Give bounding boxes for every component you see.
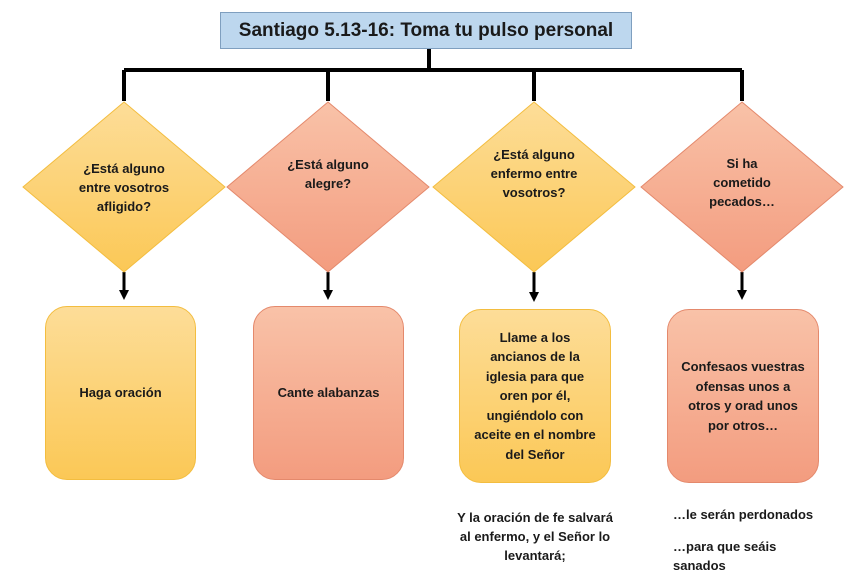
diagram-title: Santiago 5.13-16: Toma tu pulso personal — [220, 12, 632, 49]
decision-diamond-sick: ¿Está alguno enfermo entre vosotros? — [432, 101, 636, 273]
question-text: ¿Está alguno entre vosotros afligido? — [78, 160, 170, 214]
action-box-confess: Confesaos vuestras ofensas unos a otros … — [667, 309, 819, 483]
action-box-call-elders: Llame a los ancianos de la iglesia para … — [459, 309, 611, 483]
action-box-praise: Cante alabanzas — [253, 306, 404, 480]
decision-diamond-sins: Si ha cometido pecados… — [640, 101, 844, 273]
decision-diamond-happy: ¿Está alguno alegre? — [226, 101, 430, 273]
diamond-shape — [432, 101, 636, 273]
diamond-shape — [22, 101, 226, 273]
question-text: ¿Está alguno alegre? — [287, 157, 369, 191]
diamond-shape — [226, 101, 430, 273]
note-forgiven: …le serán perdonados — [673, 507, 814, 522]
action-text: Llame a los ancianos de la iglesia para … — [474, 329, 596, 462]
note-healed: …para que seáis sanados — [673, 539, 777, 573]
action-text: Cante alabanzas — [277, 385, 380, 401]
action-text: Haga oración — [79, 385, 162, 401]
action-text: Confesaos vuestras ofensas unos a otros … — [681, 359, 805, 433]
question-text: Si ha cometido pecados… — [709, 155, 775, 209]
diamond-shape — [640, 101, 844, 273]
action-box-pray: Haga oración — [45, 306, 196, 480]
question-text: ¿Está alguno enfermo entre vosotros? — [490, 146, 578, 200]
decision-diamond-afflicted: ¿Está alguno entre vosotros afligido? — [22, 101, 226, 273]
note-healing: Y la oración de fe salvará al enfermo, y… — [457, 510, 613, 563]
